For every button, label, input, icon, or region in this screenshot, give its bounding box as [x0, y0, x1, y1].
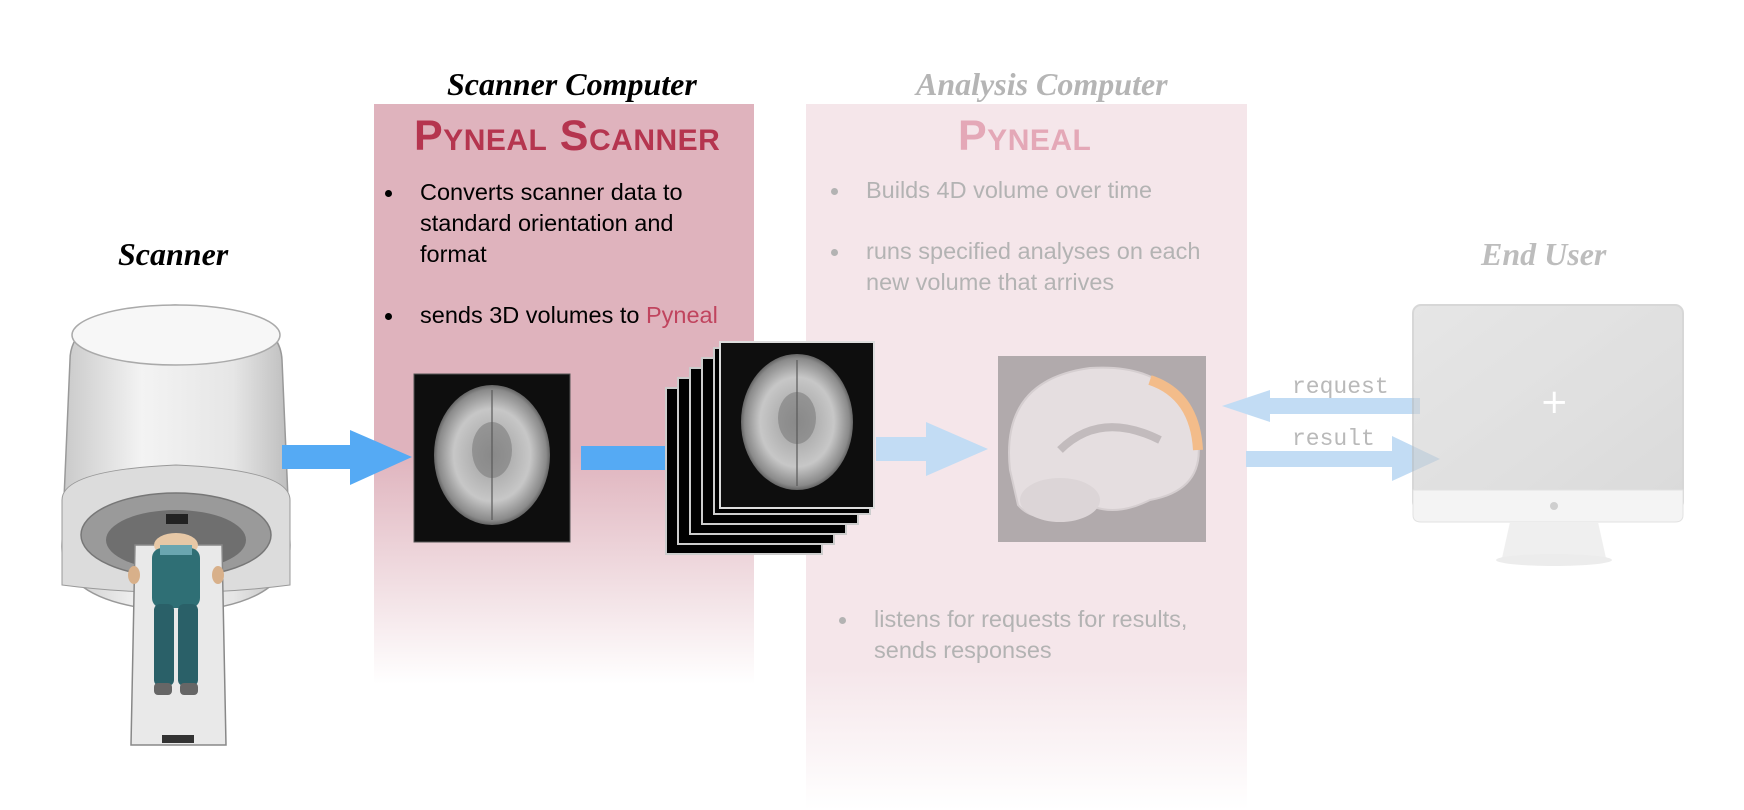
pyneal-bullets: Builds 4D volume over time runs specifie…	[820, 175, 1220, 298]
bullet-4d-volume: Builds 4D volume over time	[820, 175, 1220, 206]
mri-scanner-icon	[61, 304, 291, 746]
end-user-heading: End User	[1481, 236, 1607, 272]
bullet-listens: listens for requests for results, sends …	[828, 604, 1228, 666]
bullet-send: sends 3D volumes to Pyneal	[374, 300, 734, 331]
request-arrow	[1222, 390, 1420, 422]
arrow-stack-to-analysis	[876, 422, 988, 476]
monitor-cursor: +	[1540, 382, 1569, 422]
pyneal-scanner-bullets: Converts scanner data to standard orient…	[374, 177, 734, 331]
bullet-convert: Converts scanner data to standard orient…	[374, 177, 734, 270]
pyneal-title: Pyneal	[958, 112, 1092, 160]
result-label: result	[1292, 426, 1375, 452]
pyneal-bottom-bullets: listens for requests for results, sends …	[828, 604, 1228, 666]
arrow-scanner-to-slice	[282, 430, 412, 485]
brain-volume-stack	[665, 341, 875, 555]
brain-slice-image	[413, 373, 571, 543]
analysis-computer-heading: Analysis Computer	[916, 66, 1168, 102]
monitor-icon	[1412, 304, 1684, 566]
scanner-heading: Scanner	[118, 236, 229, 272]
pyneal-scanner-title: Pyneal Scanner	[414, 112, 721, 160]
sagittal-brain-image	[998, 356, 1206, 542]
bullet-analyses: runs specified analyses on each new volu…	[820, 236, 1220, 298]
request-label: request	[1292, 374, 1389, 400]
pyneal-highlight: Pyneal	[645, 302, 718, 328]
scanner-computer-heading: Scanner Computer	[447, 66, 697, 102]
